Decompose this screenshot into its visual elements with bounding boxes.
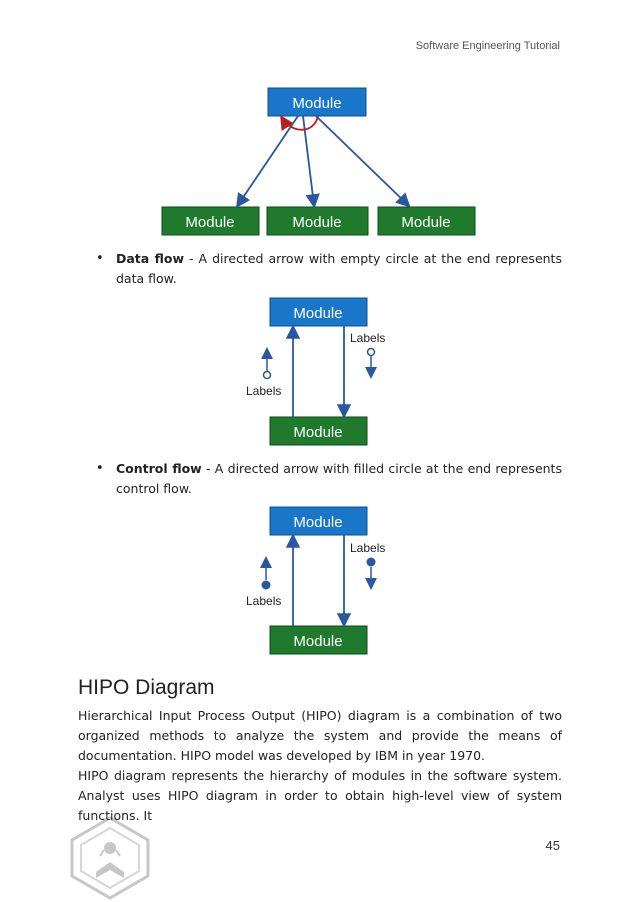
bullet-description: - A directed arrow with filled circle at… bbox=[116, 461, 562, 496]
module-label-top: Module bbox=[292, 95, 341, 112]
paragraph: HIPO diagram represents the hierarchy of… bbox=[78, 768, 562, 823]
diagram-control-flow: Module Module Labels Labels bbox=[246, 506, 385, 655]
module-label-bottom: Module bbox=[293, 633, 342, 650]
label-left: Labels bbox=[246, 594, 281, 608]
bullet-term: Data flow bbox=[116, 251, 185, 266]
filled-circle-left bbox=[261, 580, 271, 590]
section-heading: HIPO Diagram bbox=[78, 676, 215, 699]
arrow-to-module-3 bbox=[315, 115, 411, 208]
label-right: Labels bbox=[350, 541, 385, 555]
page-number: 45 bbox=[545, 838, 560, 853]
module-box-bottom-3 bbox=[377, 206, 476, 236]
bullet-description: - A directed arrow with empty circle at … bbox=[116, 251, 562, 286]
label-left: Labels bbox=[246, 384, 281, 398]
module-box-bottom-1 bbox=[161, 206, 260, 236]
module-label-bottom-2: Module bbox=[292, 214, 341, 231]
module-box-top bbox=[267, 87, 367, 117]
empty-circle-left bbox=[262, 370, 272, 380]
loop-arrow bbox=[280, 114, 319, 131]
diagram-data-flow: Module Module Labels Labels bbox=[246, 297, 385, 446]
filled-circle-right bbox=[366, 557, 376, 567]
tutorialspoint-logo-icon bbox=[70, 816, 150, 900]
module-box-bottom bbox=[269, 416, 368, 446]
module-label-top: Module bbox=[293, 305, 342, 322]
running-header: Software Engineering Tutorial bbox=[415, 40, 560, 52]
module-label-top: Module bbox=[293, 514, 342, 531]
module-box-bottom bbox=[269, 625, 368, 655]
paragraph: Hierarchical Input Process Output (HIPO)… bbox=[78, 708, 562, 763]
module-label-bottom: Module bbox=[293, 424, 342, 441]
module-label-bottom-3: Module bbox=[401, 214, 450, 231]
bullet-dot: • bbox=[96, 251, 104, 266]
bullet-term: Control flow bbox=[116, 461, 202, 476]
module-box-top bbox=[269, 297, 368, 327]
bullet-dot: • bbox=[96, 461, 104, 476]
arrow-to-module-1 bbox=[235, 115, 299, 208]
diagram-module-hierarchy: Module Module Module Module bbox=[161, 87, 476, 236]
bullet-control-flow: Control flow - A directed arrow with fil… bbox=[116, 459, 562, 499]
bullet-data-flow: Data flow - A directed arrow with empty … bbox=[116, 249, 562, 289]
module-box-top bbox=[269, 506, 368, 536]
module-label-bottom-1: Module bbox=[185, 214, 234, 231]
arrow-to-module-2 bbox=[302, 115, 320, 209]
label-right: Labels bbox=[350, 331, 385, 345]
empty-circle-right bbox=[366, 347, 376, 357]
